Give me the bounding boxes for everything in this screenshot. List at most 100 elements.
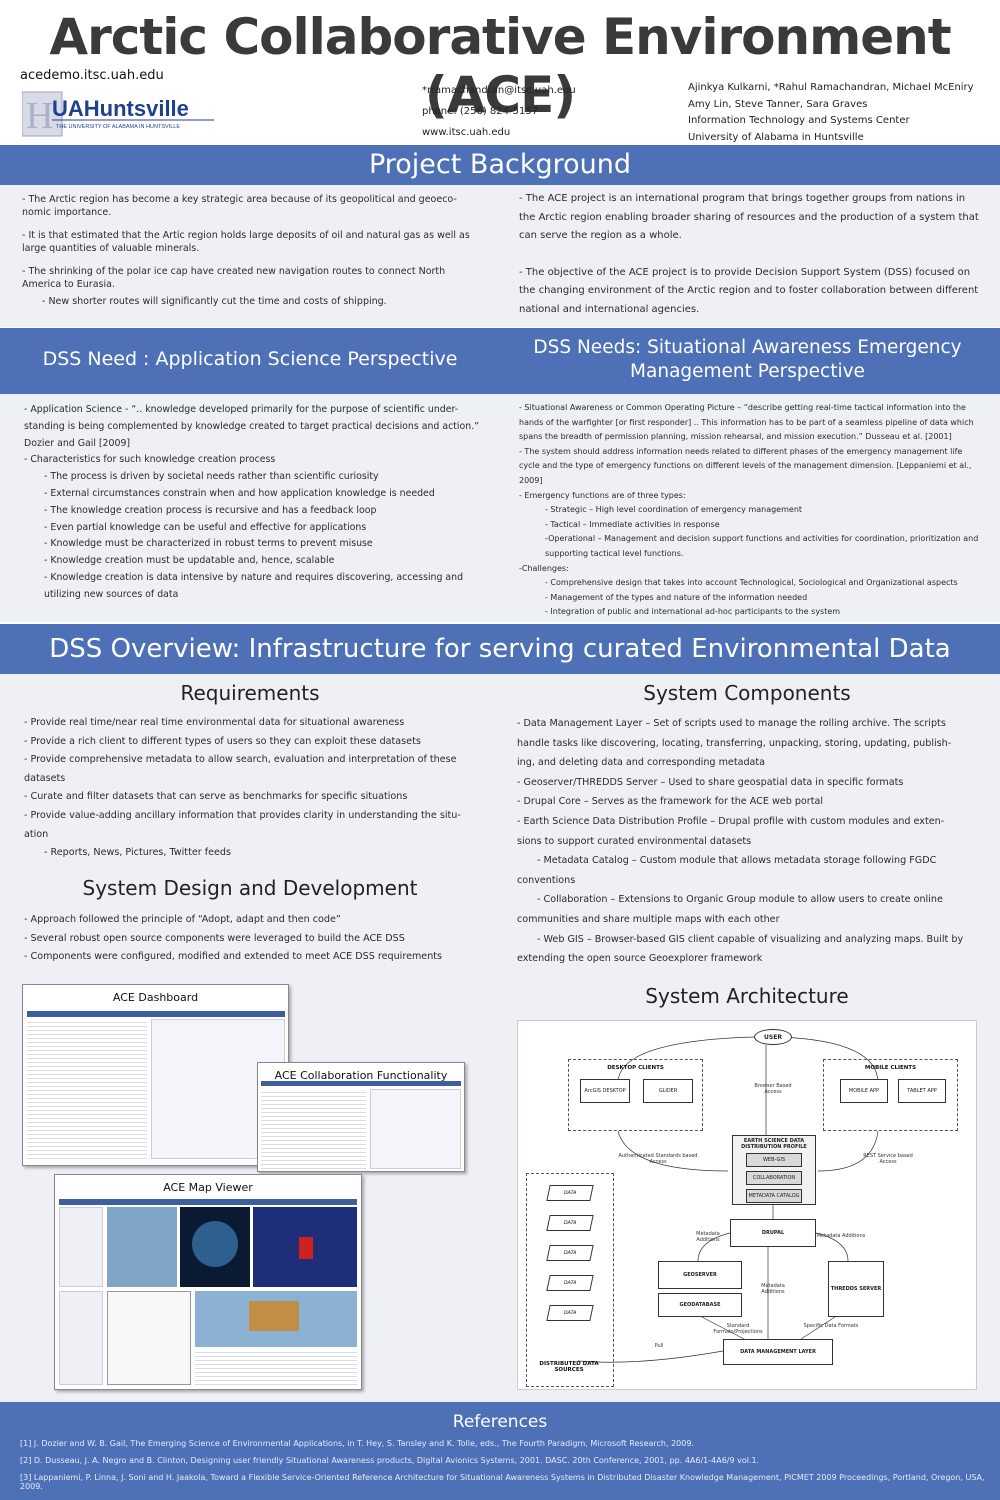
geoserver-node: GEOSERVER [658,1261,742,1289]
dss-need-app-title: DSS Need : Application Science Perspecti… [42,348,458,370]
website-link[interactable]: acedemo.itsc.uah.edu [20,68,164,83]
map-panel-5[interactable] [195,1291,357,1347]
dashboard-table [27,1019,147,1159]
collab-toolbar [261,1081,461,1086]
app-item-5: - Knowledge must be characterized in rob… [44,538,373,550]
background-header: Project Background [0,145,1000,185]
arcgis-node: ArcGIS DESKTOP [580,1079,630,1103]
background-right-text: - The ACE project is an international pr… [519,190,979,319]
distributed-sources-group [526,1173,614,1387]
metadata-additions-right: Metadata Additions [816,1233,866,1239]
svg-text:H: H [26,95,53,137]
collaboration-node: COLLABORATION [746,1171,802,1185]
sa-functions-head: - Emergency functions are of three types… [519,490,686,500]
map-panel-1[interactable] [107,1207,177,1287]
contact-phone: phone: (256) 824-5157 [422,106,539,117]
mapviewer-title: ACE Map Viewer [163,1181,253,1194]
bg-point-6: - The objective of the ACE project is to… [519,266,979,315]
sa-p1: - Situational Awareness or Common Operat… [519,403,974,442]
map-panel-2[interactable] [180,1207,250,1287]
app-intro: - Application Science - “.. knowledge de… [24,404,480,449]
app-item-3: - The knowledge creation process is recu… [44,504,377,516]
overview-header: DSS Overview: Infrastructure for serving… [0,624,1000,674]
background-title: Project Background [368,149,632,180]
logo-subtext: THE UNIVERSITY OF ALABAMA IN HUNTSVILLE [56,124,180,130]
thredds-node: THREDDS SERVER [828,1261,884,1317]
app-item-1: - The process is driven by societal need… [44,471,379,483]
pull-label: Pull [654,1343,664,1349]
requirement-5: - Provide value-adding ancillary informa… [24,809,461,840]
component-3: - Drupal Core – Serves as the framework … [517,796,824,808]
reference-3: [3] Lappaniemi, P. Linna, J. Soni and H.… [20,1473,985,1491]
architecture-title: System Architecture [645,984,849,1008]
requirement-2: - Provide a rich client to different typ… [24,735,421,747]
background-left-text: - The Arctic region has become a key str… [22,193,477,308]
dss-need-app-text: - Application Science - “.. knowledge de… [24,402,484,604]
bg-point-2: - It is that estimated that the Artic re… [22,230,470,254]
architecture-connectors [577,1036,879,1363]
data-source-5: DATA [546,1305,594,1321]
bg-point-3: - The shrinking of the polar ice cap hav… [22,266,446,290]
tablet-app-node: TABLET APP [898,1079,946,1103]
map-panel-4[interactable] [107,1291,191,1385]
drupal-node: DRUPAL [730,1219,816,1247]
design-title: System Design and Development [82,876,418,900]
requirement-3: - Provide comprehensive metadata to allo… [24,754,457,784]
architecture-diagram: USER DESKTOP CLIENTS ArcGIS DESKTOP GLID… [517,1020,977,1390]
std-formats-label: Standard Formats/Projections [713,1323,763,1335]
uah-logo: H UAHuntsville THE UNIVERSITY OF ALABAMA… [21,88,217,140]
contact-email[interactable]: *rramachandran@itsc.uah.edu [422,85,576,96]
component-2: - Geoserver/THREDDS Server – Used to sha… [517,776,904,788]
distributed-sources-label: DISTRIBUTED DATA SOURCES [539,1361,599,1373]
bg-point-1: - The Arctic region has become a key str… [22,194,457,218]
map-feature-table [195,1349,357,1385]
sa-challenge-1: - Comprehensive design that takes into a… [545,578,958,588]
mapviewer-layer-tree [59,1207,103,1287]
dss-need-sa-text: - Situational Awareness or Common Operat… [519,401,979,620]
requirements-list: - Provide real time/near real time envir… [24,714,479,863]
app-item-7: - Knowledge creation is data intensive b… [44,571,464,600]
desktop-clients-group [568,1059,703,1131]
app-item-4: - Even partial knowledge can be useful a… [44,521,367,533]
data-source-3: DATA [546,1245,594,1261]
app-chars-head: - Characteristics for such knowledge cre… [24,454,276,466]
mobile-app-node: MOBILE APP [840,1079,888,1103]
sa-function-2: - Tactical – Immediate activities in res… [545,519,720,529]
references-section: References [1] J. Dozier and W. B. Gail,… [0,1402,1000,1500]
collab-group-list [261,1089,366,1169]
dml-node: DATA MANAGEMENT LAYER [723,1339,833,1365]
references-title: References [452,1412,548,1432]
components-list: - Data Management Layer – Set of scripts… [517,714,967,969]
design-1: - Approach followed the principle of “Ad… [24,914,341,925]
geodatabase-node: GEODATABASE [658,1293,742,1317]
mobile-clients-group [823,1059,958,1131]
browser-access-label: Browser Based Access [754,1083,792,1095]
glider-node: GLIDER [643,1079,693,1103]
reference-2: [2] D. Dusseau, J. A. Negro and B. Clint… [20,1456,760,1465]
component-sub-2: - Collaboration – Extensions to Organic … [517,894,943,925]
overview-title: DSS Overview: Infrastructure for serving… [49,634,951,664]
desktop-clients-label: DESKTOP CLIENTS [607,1065,664,1071]
sa-function-3: -Operational – Management and decision s… [545,534,979,558]
auth-access-label: Authenticated Standards based Access [618,1153,698,1165]
requirement-sub: - Reports, News, Pictures, Twitter feeds [44,847,231,859]
dss-needs-panel [0,394,1000,622]
sa-challenge-3: - Integration of public and internationa… [545,607,841,617]
requirements-title: Requirements [180,681,320,705]
metadata-additions-left: Metadata Additions [696,1231,720,1243]
data-source-1: DATA [546,1185,594,1201]
component-sub-3: - Web GIS – Browser-based GIS client cap… [517,933,964,965]
design-3: - Components were configured, modified a… [24,951,443,963]
map-panel-3[interactable] [253,1207,357,1287]
affiliation-line-1: Information Technology and Systems Cente… [688,115,910,126]
contact-info: *rramachandran@itsc.uah.edu phone: (256)… [422,80,576,143]
mobile-clients-label: MOBILE CLIENTS [864,1065,917,1071]
background-panel [0,185,1000,327]
dss-need-sa-title: DSS Needs: Situational Awareness Emergen… [533,337,962,382]
contact-web[interactable]: www.itsc.uah.edu [422,127,511,138]
collab-detail-pane [370,1089,461,1169]
dashboard-title: ACE Dashboard [112,991,199,1004]
requirement-4: - Curate and filter datasets that can se… [24,791,408,803]
dashboard-screenshot: ACE Dashboard [22,984,289,1166]
poster-title: Arctic Collaborative Environment (ACE) [49,8,951,124]
